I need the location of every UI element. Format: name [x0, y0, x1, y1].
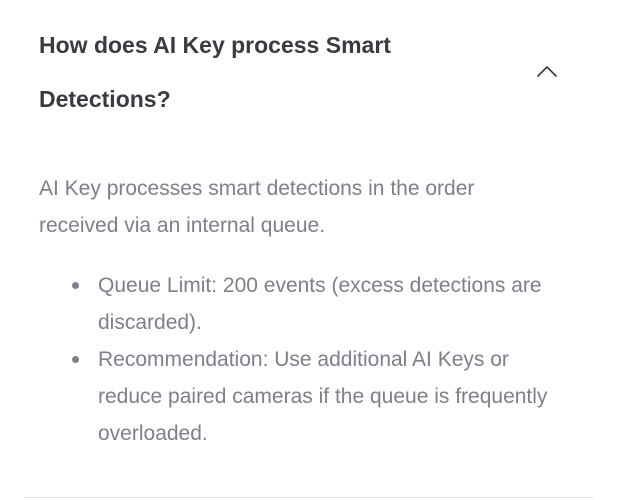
list-item-text: Recommendation: Use additional AI Keys o…	[98, 348, 548, 445]
list-item: Recommendation: Use additional AI Keys o…	[72, 341, 568, 452]
answer-list: Queue Limit: 200 events (excess detectio…	[39, 267, 579, 452]
faq-question: How does AI Key process Smart Detections…	[39, 32, 391, 112]
faq-answer: AI Key processes smart detections in the…	[39, 170, 579, 452]
chevron-up-icon[interactable]	[537, 65, 557, 77]
faq-toggle-header[interactable]: How does AI Key process Smart Detections…	[39, 18, 579, 128]
list-item: Queue Limit: 200 events (excess detectio…	[72, 267, 568, 341]
bullet-icon	[72, 282, 79, 289]
list-item-text: Queue Limit: 200 events (excess detectio…	[98, 274, 542, 334]
bullet-icon	[72, 356, 79, 363]
divider	[24, 497, 593, 498]
answer-intro: AI Key processes smart detections in the…	[39, 177, 475, 237]
